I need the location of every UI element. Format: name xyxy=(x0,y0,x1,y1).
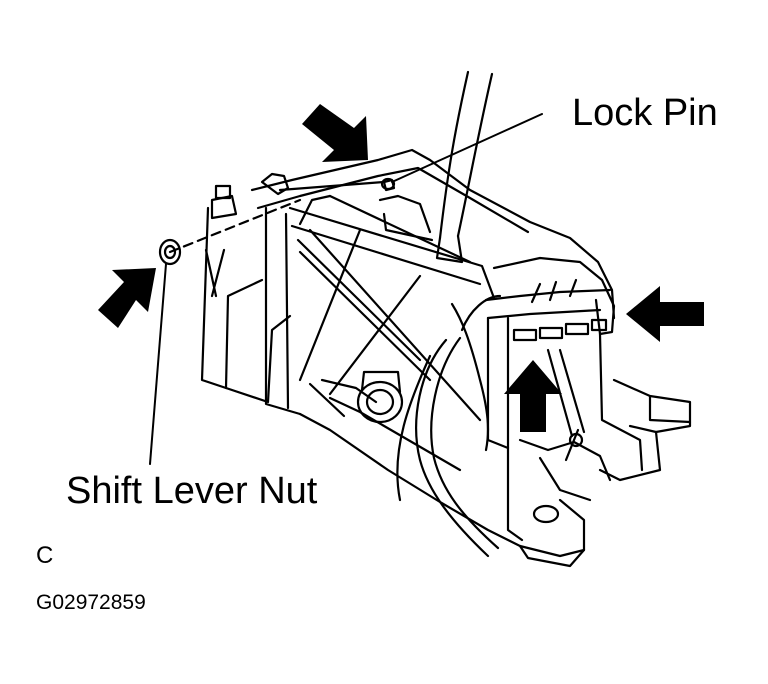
lock-pin-label: Lock Pin xyxy=(572,92,718,134)
figure-code-label: G02972859 xyxy=(36,591,146,614)
shift-lever-rod xyxy=(435,70,494,264)
lock-pin-leader-line xyxy=(391,113,543,183)
alignment-dashed-line xyxy=(168,198,302,254)
arrow-up-icon xyxy=(504,360,562,432)
shift-lever-nut xyxy=(158,238,182,266)
arrow-left-icon xyxy=(98,268,156,328)
arrow-top-icon xyxy=(302,104,368,162)
nut-leader-line xyxy=(149,263,167,465)
shift-lever-nut-label: Shift Lever Nut xyxy=(66,470,318,512)
view-letter-label: C xyxy=(36,542,54,569)
shift-lever-housing xyxy=(200,148,692,568)
arrow-right-icon xyxy=(626,286,704,342)
lock-pin xyxy=(260,172,396,196)
